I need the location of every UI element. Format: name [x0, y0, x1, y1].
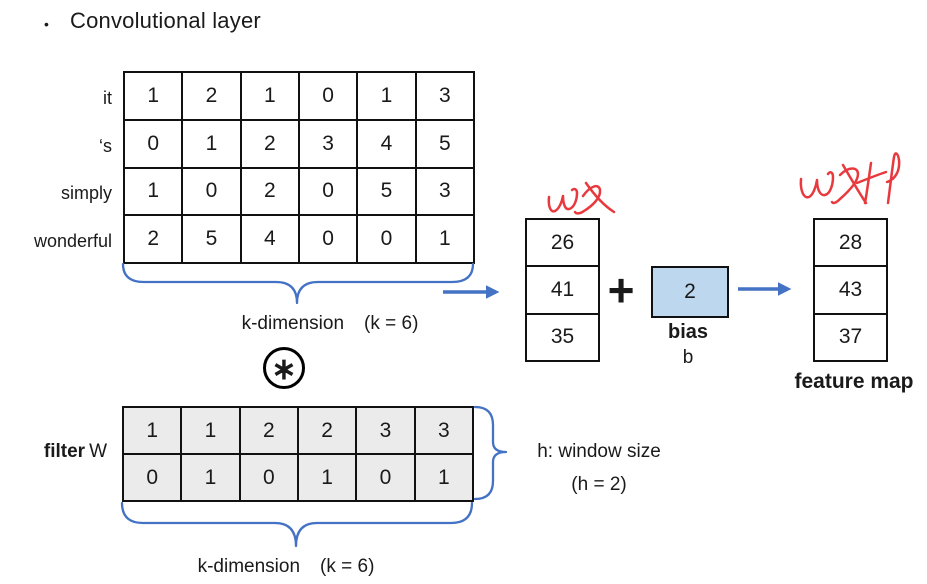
matrix-cell: 0: [299, 216, 359, 264]
k-dimension-text: k-dimension: [241, 313, 345, 334]
filter-cell: 1: [415, 455, 474, 502]
row-label-simply: simply: [60, 183, 112, 203]
k-value-text: (k = 6): [364, 313, 419, 334]
filter-cell: 0: [357, 455, 416, 502]
brace-under-filter: [120, 501, 474, 548]
window-size-text: h: window size: [537, 441, 661, 462]
convolution-operator-icon: ∗: [263, 347, 305, 389]
wx-result-vector: 26 41 35: [525, 218, 600, 362]
brace-under-input-matrix: [121, 262, 475, 305]
filter-cell: 1: [124, 408, 183, 455]
brace-right-of-filter: [473, 405, 508, 501]
filter-cell: 1: [298, 455, 358, 502]
vector-cell: 37: [815, 314, 888, 362]
matrix-cell: 2: [241, 120, 300, 169]
vector-cell: 43: [815, 267, 888, 315]
window-size-caption: h: window size (h = 2): [520, 441, 678, 496]
input-embedding-matrix: 1 2 1 0 1 3 0 1 2 3 4 5 1 0 2 0 5 3 2 5 …: [123, 71, 475, 264]
filter-cell: 1: [182, 408, 241, 455]
k-dimension-caption-input: k-dimension (k = 6): [175, 313, 485, 335]
row-label-it: it: [103, 88, 112, 108]
matrix-cell: 1: [125, 168, 184, 217]
matrix-cell: 1: [358, 73, 417, 121]
matrix-cell: 1: [183, 120, 242, 169]
k-dimension-caption-filter: k-dimension (k = 6): [131, 556, 441, 578]
vector-cell: 41: [527, 267, 600, 315]
vector-cell: 26: [527, 220, 600, 268]
window-size-value: (h = 2): [571, 474, 627, 495]
matrix-cell: 3: [416, 168, 475, 217]
page-title: Convolutional layer: [70, 8, 261, 33]
handwritten-wxb-annotation: [799, 152, 901, 205]
matrix-cell: 0: [358, 216, 417, 264]
matrix-cell: 2: [241, 168, 300, 217]
bias-label: bias: [667, 321, 709, 343]
matrix-cell: 0: [125, 120, 184, 169]
matrix-cell: 5: [183, 216, 242, 264]
feature-map-vector: 28 43 37: [813, 218, 888, 362]
filter-cell: 3: [415, 408, 474, 455]
filter-label-bold: filter: [43, 441, 86, 462]
filter-matrix: 1 1 2 2 3 3 0 1 0 1 0 1: [122, 406, 474, 502]
vector-cell: 35: [527, 314, 600, 362]
matrix-cell: 0: [299, 168, 359, 217]
matrix-cell: 1: [241, 73, 300, 121]
matrix-cell: 0: [183, 168, 242, 217]
matrix-cell: 3: [299, 120, 359, 169]
bias-value-box: 2: [651, 266, 729, 318]
handwritten-wx-annotation: [547, 181, 616, 215]
feature-map-label: feature map: [794, 370, 914, 393]
matrix-cell: 4: [241, 216, 300, 264]
filter-cell: 2: [240, 408, 299, 455]
filter-cell: 0: [240, 455, 299, 502]
matrix-cell: 5: [358, 168, 417, 217]
filter-label-var: W: [89, 441, 107, 462]
matrix-cell: 1: [416, 216, 475, 264]
matrix-cell: 2: [125, 216, 184, 264]
matrix-cell: 3: [416, 73, 475, 121]
filter-cell: 3: [357, 408, 416, 455]
filter-cell: 2: [298, 408, 358, 455]
matrix-cell: 5: [416, 120, 475, 169]
matrix-cell: 2: [183, 73, 242, 121]
filter-cell: 0: [124, 455, 183, 502]
bias-symbol: b: [682, 347, 694, 368]
row-label-wonderful: wonderful: [33, 231, 112, 251]
row-label-s: ‘s: [99, 136, 112, 156]
matrix-cell: 4: [358, 120, 417, 169]
vector-cell: 28: [815, 220, 888, 268]
plus-operator: +: [607, 264, 635, 316]
matrix-cell: 1: [125, 73, 184, 121]
k-dimension-text: k-dimension: [197, 556, 301, 577]
k-value-text: (k = 6): [320, 556, 375, 577]
filter-cell: 1: [182, 455, 241, 502]
matrix-cell: 0: [299, 73, 359, 121]
title-bullet: •: [44, 16, 49, 32]
